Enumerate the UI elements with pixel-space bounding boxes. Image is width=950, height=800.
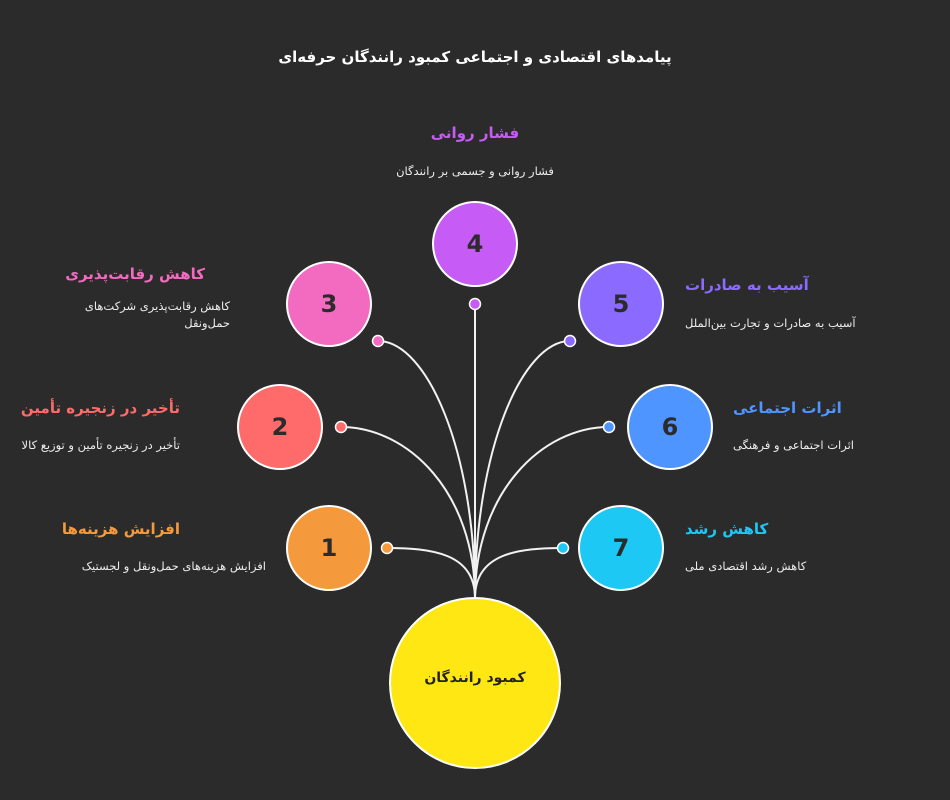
connector-line-6 bbox=[474, 426, 610, 599]
item-1-desc: افزایش هزینه‌های حمل‌ونقل و لجستیک bbox=[81, 559, 266, 573]
center-label: کمبود رانندگان bbox=[424, 670, 526, 686]
item-6-title: اثرات اجتماعی bbox=[733, 399, 842, 417]
connector-line-2 bbox=[340, 426, 476, 599]
item-1-dot bbox=[380, 541, 394, 555]
item-3-dot bbox=[371, 334, 385, 348]
center-circle bbox=[389, 597, 561, 769]
item-4-title: فشار روانی bbox=[430, 124, 520, 142]
item-7-title: کاهش رشد bbox=[685, 520, 769, 538]
item-7-desc: کاهش رشد اقتصادی ملی bbox=[685, 559, 807, 573]
item-1-circle bbox=[286, 505, 372, 591]
item-5-number: 5 bbox=[612, 290, 630, 318]
item-6-dot bbox=[602, 420, 616, 434]
item-5-desc: آسیب به صادرات و تجارت بین‌الملل bbox=[685, 316, 856, 330]
connector-line-1 bbox=[386, 547, 476, 599]
item-6-desc: اثرات اجتماعی و فرهنگی bbox=[733, 438, 854, 452]
item-6-number: 6 bbox=[661, 413, 679, 441]
item-6-circle bbox=[627, 384, 713, 470]
item-2-number: 2 bbox=[271, 413, 289, 441]
diagram-title: پیامدهای اقتصادی و اجتماعی کمبود رانندگا… bbox=[278, 48, 672, 66]
item-5-circle bbox=[578, 261, 664, 347]
item-1-title: افزایش هزینه‌ها bbox=[61, 520, 180, 538]
item-2-dot bbox=[334, 420, 348, 434]
item-4-desc: فشار روانی و جسمی بر رانندگان bbox=[396, 164, 554, 178]
item-3-desc: کاهش رقابت‌پذیری شرکت‌های حمل‌ونقل bbox=[84, 299, 230, 330]
item-3-circle bbox=[286, 261, 372, 347]
item-4-circle bbox=[432, 201, 518, 287]
item-2-desc: تأخیر در زنجیره تأمین و توزیع کالا bbox=[21, 438, 180, 452]
item-7-circle bbox=[578, 505, 664, 591]
item-1-number: 1 bbox=[320, 534, 338, 562]
item-2-circle bbox=[237, 384, 323, 470]
item-3-number: 3 bbox=[320, 290, 338, 318]
item-5-dot bbox=[563, 334, 577, 348]
item-3-title: کاهش رقابت‌پذیری bbox=[65, 265, 205, 283]
item-7-dot bbox=[556, 541, 570, 555]
item-5-title: آسیب به صادرات bbox=[685, 276, 809, 294]
connector-line-7 bbox=[474, 547, 564, 599]
connector-line-5 bbox=[474, 340, 571, 599]
item-4-dot bbox=[468, 297, 482, 311]
connector-line-3 bbox=[377, 340, 476, 599]
item-2-title: تأخیر در زنجیره تأمین bbox=[20, 399, 180, 417]
item-7-number: 7 bbox=[612, 534, 630, 562]
item-4-number: 4 bbox=[466, 230, 484, 258]
